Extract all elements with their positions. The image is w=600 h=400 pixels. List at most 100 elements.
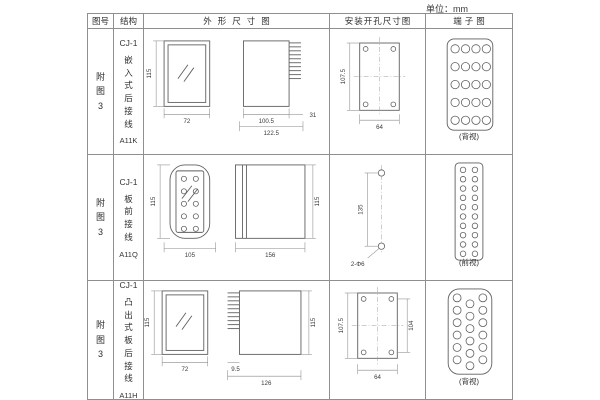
dim-text-width: 72 [182, 366, 189, 373]
col-header-figure-no: 图号 [88, 14, 114, 29]
mount-type-label: 凸出式板后接线 [124, 296, 133, 384]
relay-front-view [161, 290, 209, 355]
dim-width: 64 [359, 114, 400, 131]
dim-height: 107.5 [338, 292, 358, 359]
mounting-drawing: 107.5 104 64 [338, 287, 415, 381]
terminal-diagram-cell: (前视) [426, 155, 512, 281]
dim-width: 72 [163, 108, 210, 125]
mounting-hole-cell: 135 2-Φ6 [330, 155, 426, 281]
terminal-view-label: (背视) [459, 377, 479, 386]
terminal-diagram-cell: (背视) [426, 281, 512, 400]
col-header-mounting-dims: 安装开孔尺寸图 [330, 14, 426, 29]
mount-type-label: 板前接线 [124, 193, 133, 242]
terminal-diagram-cell: (背视) [426, 29, 512, 155]
hole-size-label: 2-Φ6 [351, 247, 380, 268]
model-code-label: A11K [119, 136, 138, 146]
dim-height: 115 [144, 290, 163, 355]
dim-text-pin-depth: 9.5 [231, 366, 240, 373]
figure-no-cell: 附图3 [88, 29, 114, 155]
dim-total-depth: 156 [235, 242, 306, 259]
dim-pin-depth: 9.5 [227, 362, 240, 373]
terminal-holes [180, 175, 199, 232]
relay-front-view [163, 40, 211, 107]
dim-text-holes: 2-Φ6 [351, 261, 365, 268]
cutout-outline [353, 37, 406, 117]
relay-side-view [227, 290, 302, 355]
dim-text-side-height: 115 [310, 317, 317, 327]
dim-text-width: 72 [183, 118, 190, 125]
model-code-label: A11H [119, 391, 138, 400]
dim-height: 107.5 [340, 42, 360, 111]
structure-cell: CJ-1 板前接线 A11Q [114, 155, 144, 281]
header-label: 图号 [91, 16, 109, 26]
relay-side-view [235, 164, 306, 239]
dim-hole-spacing: 135 [358, 172, 379, 247]
header-label: 结构 [119, 16, 137, 26]
dim-width: 72 [161, 356, 209, 373]
terminal-holes [452, 293, 488, 371]
relay-side-view [242, 40, 301, 107]
mounting-drawing: 135 2-Φ6 [351, 165, 386, 268]
dim-text-spacing: 135 [358, 204, 365, 215]
dim-text-pin-depth: 31 [309, 112, 316, 119]
outline-drawing: 115 72 [144, 290, 317, 387]
dim-body-depth: 100.5 [243, 108, 290, 125]
dim-text-total-depth: 122.5 [264, 130, 280, 137]
terminal-view-label: (背视) [459, 132, 479, 141]
dim-text-height: 115 [150, 196, 157, 206]
spec-table: 图号 结构 外形尺寸图 安装开孔尺寸图 端子图 附图3 CJ-1 嵌入式后接线 … [87, 13, 513, 400]
mounting-hole-cell: 107.5 64 [330, 29, 426, 155]
dim-pin-depth: 31 [289, 112, 317, 119]
dim-width: 64 [357, 364, 398, 381]
dim-width: 105 [163, 242, 216, 259]
model-code-label: A11Q [119, 249, 138, 259]
figure-no: 附图3 [95, 197, 105, 237]
relay-front-view [169, 164, 211, 239]
terminal-drawing [454, 162, 484, 261]
structure-cell: CJ-1 凸出式板后接线 A11H [114, 281, 144, 400]
col-header-outline-dims: 外形尺寸图 [144, 14, 330, 29]
dim-text-width: 105 [185, 252, 196, 259]
dim-text-total-depth: 126 [261, 380, 272, 387]
dim-text-height: 115 [146, 68, 153, 78]
dim-total-depth: 122.5 [239, 121, 304, 137]
mounting-hole-cell: 107.5 104 64 [330, 281, 426, 400]
col-header-terminal-diagram: 端子图 [426, 14, 512, 29]
outline-drawing: 115 105 156 [150, 164, 321, 259]
dim-text-body-depth: 100.5 [259, 118, 275, 125]
terminal-view-label: (前视) [459, 258, 479, 267]
dim-side-height: 115 [300, 290, 317, 355]
structure-cell: CJ-1 嵌入式后接线 A11K [114, 29, 144, 155]
mounting-holes [377, 165, 386, 255]
dim-text-height: 115 [144, 317, 151, 327]
model-label: CJ-1 [119, 176, 138, 187]
dim-text-width: 64 [374, 374, 381, 381]
outline-dimension-cell: 115 72 [144, 281, 330, 400]
dim-text-total-depth: 156 [265, 252, 276, 259]
dim-inner-height: 104 [397, 298, 415, 353]
header-label: 端子图 [453, 16, 488, 26]
dim-height: 115 [150, 164, 171, 239]
dim-side-height: 115 [304, 164, 321, 239]
dim-text-inner-height: 104 [408, 320, 415, 331]
dim-height: 115 [146, 40, 165, 107]
terminal-holes [450, 44, 491, 125]
unit-label: 单位：mm [426, 4, 468, 14]
figure-no-cell: 附图3 [88, 281, 114, 400]
dim-total-depth: 126 [227, 370, 302, 387]
terminal-drawing [447, 288, 493, 375]
figure-no-cell: 附图3 [88, 155, 114, 281]
figure-no: 附图3 [95, 71, 105, 111]
terminal-holes [459, 166, 479, 257]
header-label: 外形尺寸图 [203, 16, 276, 26]
outline-dimension-cell: 115 105 156 [144, 155, 330, 281]
outline-drawing: 115 72 [146, 40, 317, 137]
outline-dimension-cell: 115 72 [144, 29, 330, 155]
dim-text-height: 107.5 [340, 68, 347, 84]
mounting-drawing: 107.5 64 [340, 37, 406, 131]
model-label: CJ-1 [119, 281, 138, 290]
dim-text-width: 64 [376, 124, 383, 131]
dim-text-side-height: 115 [314, 196, 321, 206]
figure-no: 附图3 [95, 320, 105, 360]
